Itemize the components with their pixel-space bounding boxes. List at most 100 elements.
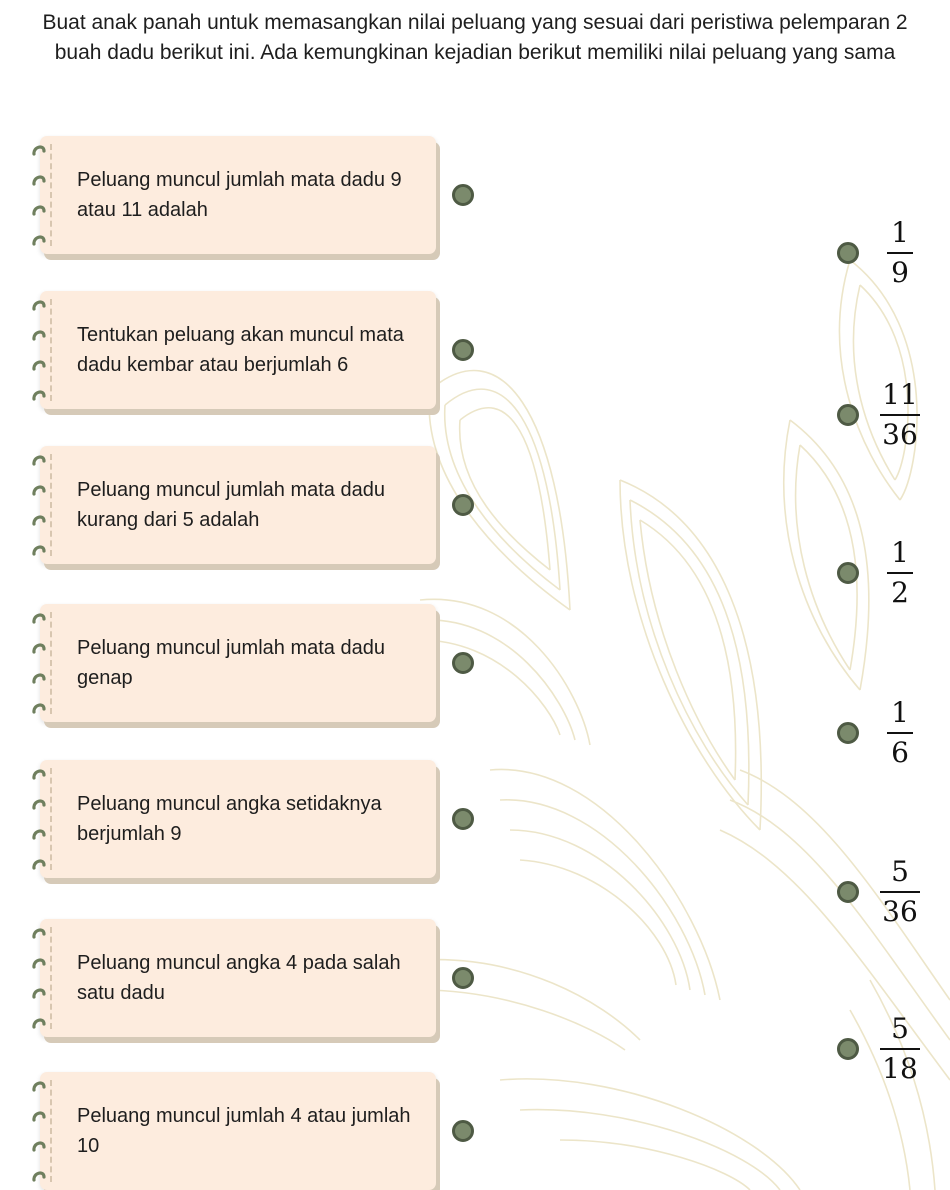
event-card: Peluang muncul angka setidaknya berjumla… xyxy=(32,760,436,878)
event-text: Peluang muncul jumlah mata dadu genap xyxy=(77,637,385,689)
fraction-numerator: 1 xyxy=(891,536,909,569)
probability-connector-dot[interactable] xyxy=(837,1038,859,1060)
binder-ring-icon xyxy=(32,670,46,686)
fraction-denominator: 18 xyxy=(882,1052,918,1085)
leaf-top-right xyxy=(838,259,918,501)
binder-ring-icon xyxy=(32,1138,46,1154)
binder-rings xyxy=(32,766,46,872)
fraction-bar xyxy=(887,252,913,254)
binder-ring-icon xyxy=(32,482,46,498)
binder-rings xyxy=(32,452,46,558)
event-connector-dot[interactable] xyxy=(452,339,474,361)
event-card: Peluang muncul jumlah mata dadu genap xyxy=(32,604,436,722)
probability-connector-dot[interactable] xyxy=(837,881,859,903)
fraction-bar xyxy=(880,1048,920,1050)
event-card: Peluang muncul jumlah 4 atau jumlah 10 xyxy=(32,1072,436,1190)
binder-rings xyxy=(32,297,46,403)
binder-ring-icon xyxy=(32,1015,46,1031)
binder-ring-icon xyxy=(32,1108,46,1124)
event-text: Peluang muncul angka setidaknya berjumla… xyxy=(77,793,382,845)
fraction-denominator: 2 xyxy=(891,576,909,609)
binder-rings xyxy=(32,142,46,248)
binder-ring-icon xyxy=(32,202,46,218)
probability-connector-dot[interactable] xyxy=(837,404,859,426)
binder-ring-icon xyxy=(32,700,46,716)
probability-connector-dot[interactable] xyxy=(837,242,859,264)
event-card: Tentukan peluang akan muncul mata dadu k… xyxy=(32,291,436,409)
binder-ring-icon xyxy=(32,297,46,313)
binder-ring-icon xyxy=(32,387,46,403)
binder-ring-icon xyxy=(32,826,46,842)
binder-ring-icon xyxy=(32,512,46,528)
perforation-line xyxy=(50,768,54,870)
event-text: Peluang muncul jumlah mata dadu kurang d… xyxy=(77,479,385,531)
event-connector-dot[interactable] xyxy=(452,184,474,206)
fraction-numerator: 1 xyxy=(891,216,909,249)
event-connector-dot[interactable] xyxy=(452,494,474,516)
fraction-bar xyxy=(887,732,913,734)
event-connector-dot[interactable] xyxy=(452,808,474,830)
event-text: Peluang muncul jumlah mata dadu 9 atau 1… xyxy=(77,169,402,221)
event-connector-dot[interactable] xyxy=(452,652,474,674)
binder-ring-icon xyxy=(32,1078,46,1094)
event-text: Peluang muncul jumlah 4 atau jumlah 10 xyxy=(77,1105,411,1157)
event-connector-dot[interactable] xyxy=(452,967,474,989)
binder-ring-icon xyxy=(32,452,46,468)
perforation-line xyxy=(50,1080,54,1182)
instruction-text: Buat anak panah untuk memasangkan nilai … xyxy=(42,11,908,64)
perforation-line xyxy=(50,454,54,556)
perforation-line xyxy=(50,299,54,401)
perforation-line xyxy=(50,927,54,1029)
event-card: Peluang muncul jumlah mata dadu kurang d… xyxy=(32,446,436,564)
fraction-denominator: 36 xyxy=(882,895,918,928)
fraction-numerator: 11 xyxy=(882,378,918,411)
binder-ring-icon xyxy=(32,327,46,343)
fraction-denominator: 9 xyxy=(891,256,909,289)
binder-ring-icon xyxy=(32,640,46,656)
fraction-numerator: 5 xyxy=(891,855,909,888)
binder-rings xyxy=(32,610,46,716)
event-text: Peluang muncul angka 4 pada salah satu d… xyxy=(77,952,401,1004)
event-card: Peluang muncul angka 4 pada salah satu d… xyxy=(32,919,436,1037)
event-text: Tentukan peluang akan muncul mata dadu k… xyxy=(77,324,404,376)
probability-connector-dot[interactable] xyxy=(837,562,859,584)
leaf-bottom-sweep xyxy=(419,768,950,1190)
binder-ring-icon xyxy=(32,357,46,373)
binder-ring-icon xyxy=(32,142,46,158)
binder-ring-icon xyxy=(32,172,46,188)
event-connector-dot[interactable] xyxy=(452,1120,474,1142)
leaf-top-left xyxy=(428,369,571,611)
binder-ring-icon xyxy=(32,766,46,782)
binder-ring-icon xyxy=(32,856,46,872)
binder-rings xyxy=(32,1078,46,1184)
binder-ring-icon xyxy=(32,232,46,248)
probability-connector-dot[interactable] xyxy=(837,722,859,744)
fraction-numerator: 5 xyxy=(891,1012,909,1045)
binder-ring-icon xyxy=(32,985,46,1001)
leaf-right-mid xyxy=(783,419,870,691)
fraction-denominator: 36 xyxy=(882,418,918,451)
binder-ring-icon xyxy=(32,796,46,812)
leaf-lower-left xyxy=(419,598,591,746)
leaf-middle xyxy=(619,479,763,831)
binder-rings xyxy=(32,925,46,1031)
event-card: Peluang muncul jumlah mata dadu 9 atau 1… xyxy=(32,136,436,254)
perforation-line xyxy=(50,144,54,246)
fraction-bar xyxy=(887,572,913,574)
fraction-numerator: 1 xyxy=(891,696,909,729)
binder-ring-icon xyxy=(32,1168,46,1184)
binder-ring-icon xyxy=(32,925,46,941)
fraction-bar xyxy=(880,414,920,416)
binder-ring-icon xyxy=(32,542,46,558)
perforation-line xyxy=(50,612,54,714)
fraction-denominator: 6 xyxy=(891,736,909,769)
fraction-bar xyxy=(880,891,920,893)
binder-ring-icon xyxy=(32,610,46,626)
